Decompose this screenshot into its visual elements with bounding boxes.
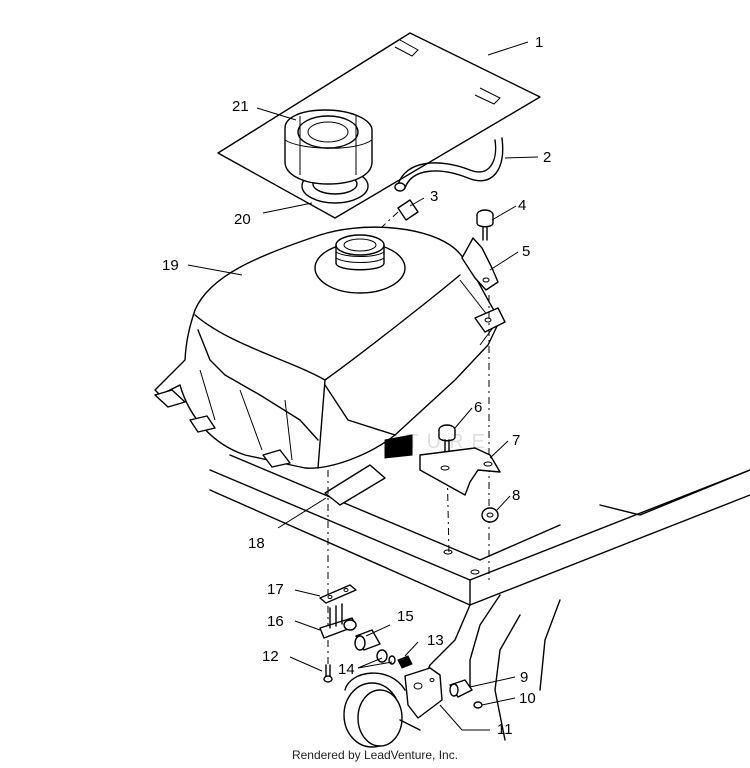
callout-21: 21 [232, 98, 249, 115]
part-15-knob [354, 629, 381, 651]
callout-20: 20 [234, 211, 251, 228]
part-3-vent-fitting [369, 199, 419, 239]
part-16-fuel-valve [319, 603, 357, 639]
callout-1: 1 [535, 34, 543, 51]
part-11-bracket-plate [404, 667, 443, 719]
part-14-washers [376, 649, 396, 665]
part-7-clamp-bracket [419, 447, 501, 496]
part-13-spring [397, 655, 413, 669]
part-12-screw [323, 664, 333, 683]
callout-19: 19 [162, 257, 179, 274]
part-6-bolt [438, 424, 456, 556]
part-4-bolt [476, 209, 494, 241]
callout-5: 5 [522, 243, 530, 260]
part-8-grommet [481, 507, 499, 523]
part-1-plate [217, 32, 541, 219]
callout-11: 11 [497, 721, 513, 738]
callout-3: 3 [430, 188, 438, 205]
callout-15: 15 [397, 608, 414, 625]
part-17-plate [319, 584, 357, 604]
callout-7: 7 [512, 432, 520, 449]
callout-2: 2 [543, 149, 551, 166]
callout-16: 16 [267, 613, 284, 630]
callout-18: 18 [248, 535, 265, 552]
callout-6: 6 [474, 399, 482, 416]
engine-cylinder [343, 672, 421, 748]
part-9-clip [449, 679, 473, 698]
callout-9: 9 [520, 669, 528, 686]
leader-lines [187, 41, 539, 731]
part-2-vent-hose [394, 137, 504, 192]
callouts: 1 2 3 4 5 6 7 8 9 10 11 12 13 14 15 16 1… [162, 34, 551, 738]
callout-12: 12 [262, 648, 279, 665]
part-18-pad [324, 464, 386, 506]
footer-credit: Rendered by LeadVenture, Inc. [291, 748, 459, 762]
callout-14: 14 [338, 661, 355, 678]
callout-8: 8 [512, 487, 520, 504]
part-21-fuel-cap [284, 109, 373, 185]
callout-13: 13 [427, 632, 444, 649]
part-10-screw [473, 701, 483, 709]
part-5-bracket [461, 237, 499, 580]
frame [209, 454, 750, 741]
callout-4: 4 [518, 197, 526, 214]
callout-10: 10 [519, 690, 536, 707]
part-19-fuel-tank [154, 226, 506, 469]
callout-17: 17 [267, 581, 284, 598]
